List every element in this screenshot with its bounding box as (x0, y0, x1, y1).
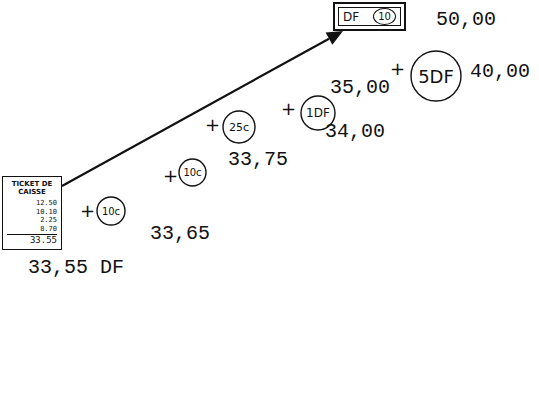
coin: 5DF (410, 50, 462, 102)
coin-value: 1DF (306, 106, 330, 120)
coin-circle (411, 51, 461, 101)
coin-circle (97, 197, 125, 225)
plus-sign: + (163, 165, 178, 187)
receipt-amount: 12.50 (7, 199, 57, 208)
receipt-ticket: TICKET DE CAISSE 12.5010.102.258.7033.55 (2, 176, 62, 250)
receipt-amount: 10.10 (7, 208, 57, 217)
banknote-currency: DF (343, 10, 359, 24)
amount-label: 34,00 (325, 120, 385, 143)
amount-label: 35,00 (330, 76, 390, 99)
coin-value: 10c (102, 206, 120, 217)
coin-value: 25c (229, 121, 249, 134)
coin-value: 5DF (418, 66, 454, 87)
coin-circle (179, 159, 206, 186)
coin: 10c (96, 196, 126, 226)
receipt-heading: TICKET DE CAISSE (7, 180, 57, 196)
amount-label: 33,65 (150, 222, 210, 245)
banknote: DF 10 (333, 2, 406, 31)
arrow-connector (62, 31, 343, 186)
receipt-amount: 33.55 (7, 234, 57, 246)
arrow-head (326, 31, 343, 45)
amount-label: 33,55 DF (28, 256, 124, 279)
amount-label: 40,00 (470, 60, 530, 83)
coin: 25c (222, 110, 256, 144)
plus-sign: + (281, 98, 296, 120)
plus-sign: + (80, 200, 95, 222)
banknote-value: 10 (373, 8, 396, 25)
amount-label: 33,75 (228, 148, 288, 171)
plus-sign: + (390, 58, 405, 80)
arrow-shaft (62, 39, 329, 186)
plus-sign: + (205, 114, 220, 136)
coin: 10c (178, 158, 207, 187)
receipt-amount: 8.70 (7, 225, 57, 234)
amount-label: 50,00 (436, 8, 496, 31)
coin-circle (223, 111, 255, 143)
coin-value: 10c (183, 167, 201, 178)
receipt-amount: 2.25 (7, 216, 57, 225)
